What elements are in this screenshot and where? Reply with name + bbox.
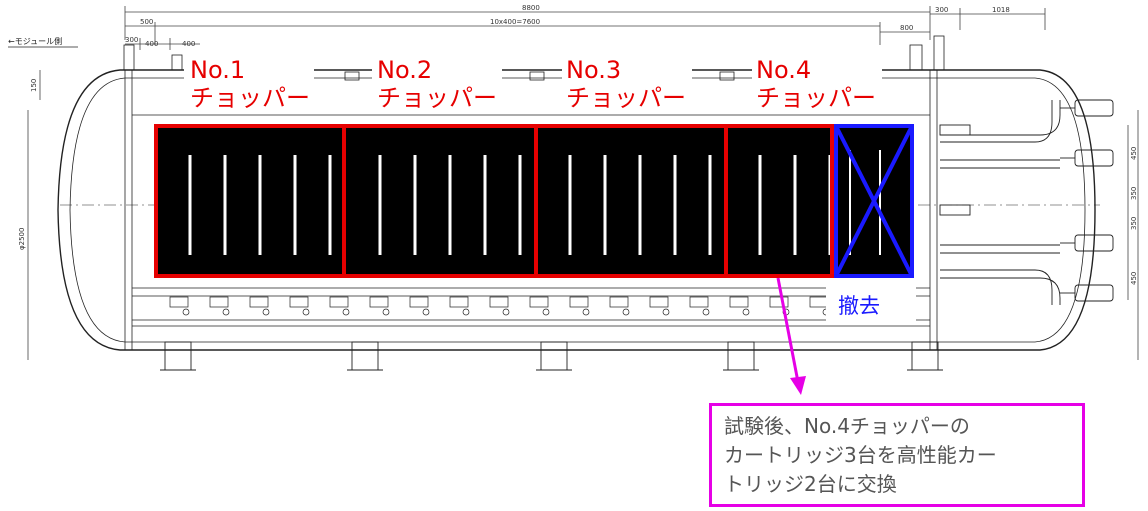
note-line-2: カートリッジ3台を高性能カー xyxy=(724,443,997,467)
chopper-2-sub: チョッパー xyxy=(377,84,497,112)
dim-left-b: 300 xyxy=(125,36,138,44)
chopper-frames xyxy=(154,124,834,278)
note-pointer-arrow xyxy=(776,277,806,395)
chopper-frame-4 xyxy=(724,124,834,278)
dim-right-a: 300 xyxy=(935,6,948,14)
module-side-label: ←モジュール側 xyxy=(8,36,62,46)
dim-left-a: 500 xyxy=(140,18,153,26)
dim-left-c: 400 xyxy=(145,40,158,48)
chopper-4-name: No.4 xyxy=(756,56,811,84)
dim-right-b: 1018 xyxy=(992,6,1010,14)
chopper-labels: No.1 チョッパー No.2 チョッパー No.3 チョッパー No.4 チョ… xyxy=(184,52,882,114)
chopper-3-sub: チョッパー xyxy=(566,84,686,112)
dim-pitch: 10x400=7600 xyxy=(490,18,540,26)
chopper-2-name: No.2 xyxy=(377,56,432,84)
removed-label: 撤去 xyxy=(838,294,880,318)
cartridges xyxy=(156,126,912,276)
chopper-3-name: No.3 xyxy=(566,56,621,84)
lower-connectors xyxy=(169,296,830,316)
nozzles-top xyxy=(123,35,945,81)
chopper-1-name: No.1 xyxy=(190,56,245,84)
dim-right-c: 800 xyxy=(900,24,913,32)
dim-r2: 350 xyxy=(1130,187,1138,200)
dim-total: 8800 xyxy=(522,4,540,12)
chopper-1-sub: チョッパー xyxy=(190,84,310,112)
right-piping xyxy=(939,99,1114,305)
dimension-lines xyxy=(27,6,1139,360)
note-line-1: 試験後、No.4チョッパーの xyxy=(724,414,970,438)
note-box: 試験後、No.4チョッパーの カートリッジ3台を高性能カー トリッジ2台に交換 xyxy=(709,403,1085,507)
removed-frame xyxy=(834,124,914,278)
dim-diameter: φ2500 xyxy=(18,228,26,250)
dim-v1: 150 xyxy=(30,79,38,92)
dim-r1: 450 xyxy=(1130,147,1138,160)
note-line-3: トリッジ2台に交換 xyxy=(724,472,897,496)
dim-r4: 450 xyxy=(1130,272,1138,285)
dim-r3: 350 xyxy=(1130,217,1138,230)
support-legs xyxy=(160,341,943,371)
chopper-4-sub: チョッパー xyxy=(756,84,876,112)
dim-left-d: 400 xyxy=(182,40,195,48)
vessel-shell xyxy=(57,69,1100,351)
